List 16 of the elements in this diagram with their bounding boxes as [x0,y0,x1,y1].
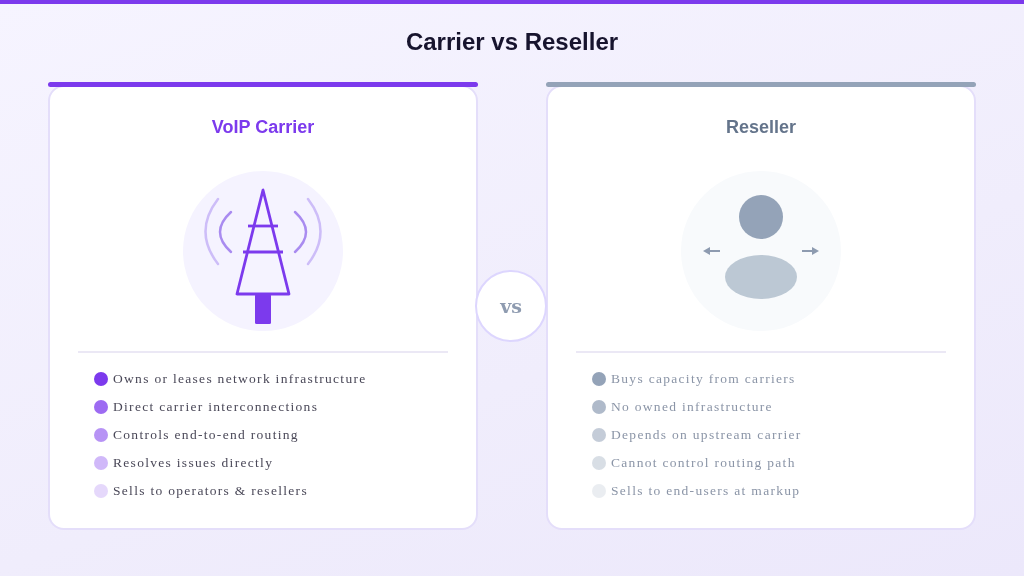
feature-text: Sells to operators & resellers [113,482,308,500]
feature-text: Controls end-to-end routing [113,426,299,444]
feature-text: Cannot control routing path [611,454,796,472]
feature-text: Owns or leases network infrastructure [113,370,367,388]
comparison-card [48,85,478,530]
feature-text: Depends on upstream carrier [611,426,802,444]
feature-text: No owned infrastructure [611,398,773,416]
comparison-card [546,85,976,530]
feature-text: Direct carrier interconnections [113,398,319,416]
title: Carrier vs Reseller [405,28,619,55]
feature-text: Buys capacity from carriers [611,370,796,388]
vs-text: vs [500,294,522,317]
card-heading: VoIP Carrier [211,117,315,137]
feature-text: Resolves issues directly [113,454,274,472]
card-heading: Reseller [725,117,797,137]
feature-text: Sells to end-users at markup [611,482,801,500]
